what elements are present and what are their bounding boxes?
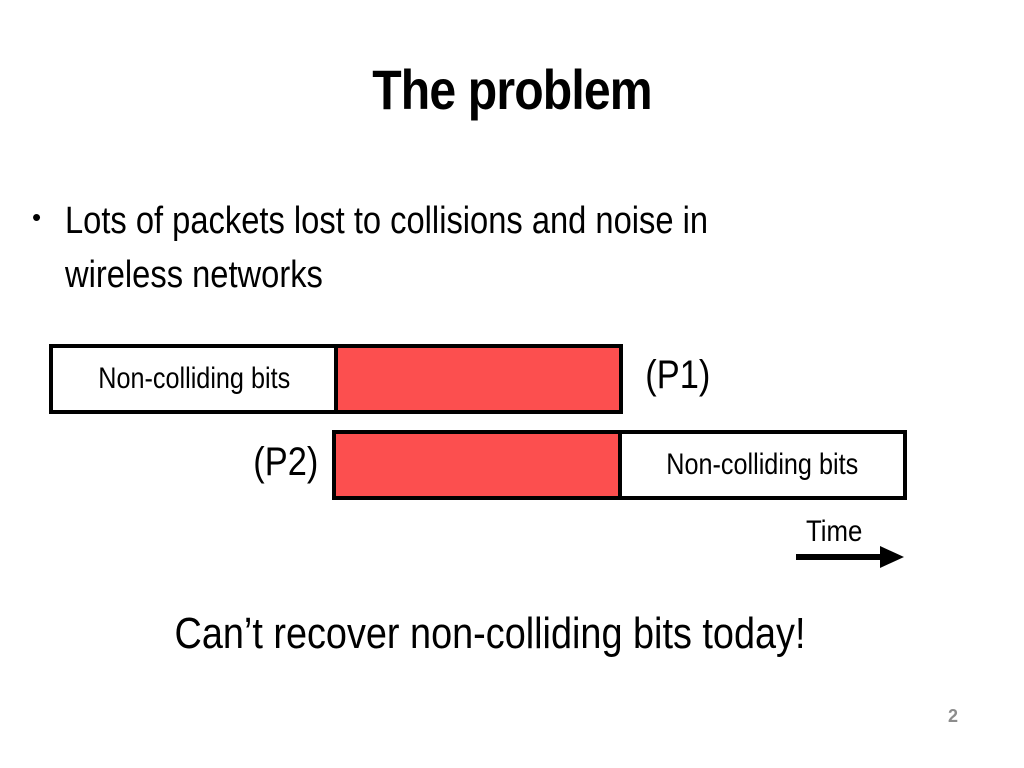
slide-number: 2 xyxy=(948,706,959,726)
p1-label: (P1) xyxy=(645,353,711,397)
p2-noncolliding-label: Non-colliding bits xyxy=(666,448,859,481)
time-arrow-icon xyxy=(796,546,904,568)
bullet-list-item: • Lots of packets lost to collisions and… xyxy=(30,194,910,302)
slide-title: The problem xyxy=(372,58,652,121)
p2-collision-segment xyxy=(332,430,624,500)
p1-noncolliding-label: Non-colliding bits xyxy=(98,362,291,395)
bullet-text: Lots of packets lost to collisions and n… xyxy=(65,200,709,296)
p2-label: (P2) xyxy=(253,440,319,484)
conclusion-text: Can’t recover non-colliding bits today! xyxy=(174,609,806,658)
p2-noncolliding-segment: Non-colliding bits xyxy=(618,430,907,500)
p1-collision-segment xyxy=(334,344,623,414)
time-label: Time xyxy=(806,515,863,548)
bullet-icon: • xyxy=(32,202,42,232)
p1-noncolliding-segment: Non-colliding bits xyxy=(49,344,340,414)
